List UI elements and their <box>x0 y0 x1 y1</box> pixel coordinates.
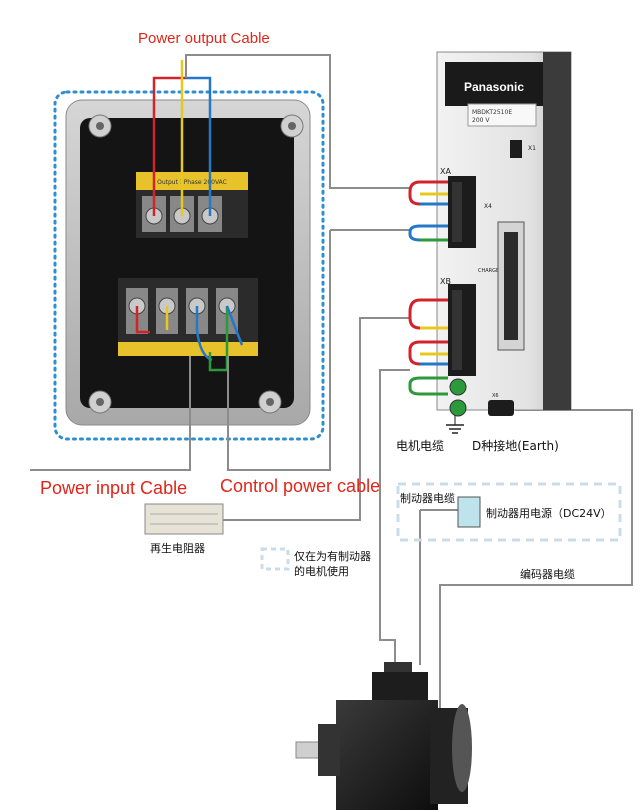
drive-model: MBDKT2510E <box>472 109 512 116</box>
servo-motor <box>295 662 472 810</box>
earth-label: D种接地(Earth) <box>472 438 559 453</box>
terminal-box: Output 3Phase 200VAC <box>53 90 325 441</box>
drive-brand: Panasonic <box>464 80 524 94</box>
cables <box>30 54 633 710</box>
encoder-cable-label: 编码器电缆 <box>520 567 575 581</box>
motor-cable-label: 电机电缆 <box>396 439 444 453</box>
top-strip-text: Output 3Phase 200VAC <box>157 179 227 186</box>
brake-cable-label: 制动器电缆 <box>400 492 455 505</box>
legend-dashed-swatch <box>260 547 290 571</box>
connector-xa-label: XA <box>440 167 451 176</box>
power-input-cable-label: Power input Cable <box>40 478 187 498</box>
output-wires <box>152 60 212 216</box>
earth-symbol <box>446 424 464 434</box>
input-wires <box>135 305 244 372</box>
control-power-cable-label: Control power cable <box>220 476 380 496</box>
regen-resistor-label: 再生电阻器 <box>150 541 205 555</box>
brake-power-label: 制动器用电源（DC24V） <box>486 506 612 520</box>
legend-note-line2: 的电机使用 <box>294 564 349 578</box>
charge-label: CHARGE <box>478 268 499 274</box>
brake-power-supply <box>457 496 481 528</box>
connector-x1-label: X1 <box>528 145 536 152</box>
power-output-cable-label: Power output Cable <box>138 30 270 47</box>
connector-xb-label: XB <box>440 277 451 286</box>
legend-note-line1: 仅在为有制动器 <box>294 549 371 563</box>
servo-drive: Panasonic MBDKT2510E 200 V XA XB CHARGE … <box>436 51 572 417</box>
connector-x6-label: X6 <box>492 393 499 399</box>
terminal-box-outline <box>53 90 325 441</box>
regen-resistor <box>144 503 224 535</box>
connector-wires <box>408 180 448 396</box>
connector-x4-label: X4 <box>484 203 492 210</box>
drive-voltage: 200 V <box>472 117 490 124</box>
